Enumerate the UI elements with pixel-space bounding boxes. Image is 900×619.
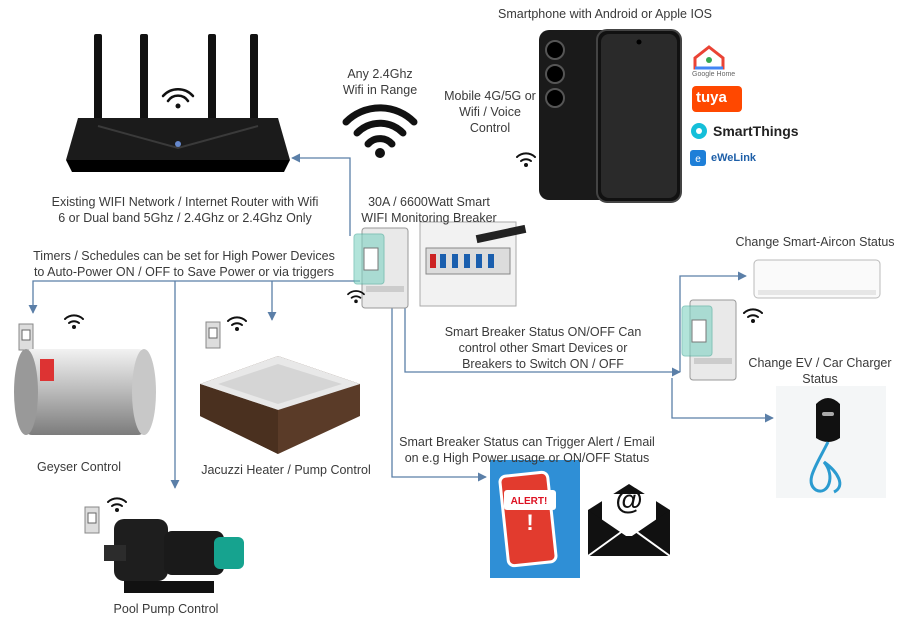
smart-breaker-secondary-icon xyxy=(681,299,737,381)
arrow-to-ev xyxy=(671,378,774,423)
mobile-label-line1: Mobile 4G/5G or xyxy=(444,89,536,103)
timers-label-line2: to Auto-Power ON / OFF to Save Power or … xyxy=(33,265,335,279)
smartphone-label: Smartphone with Android or Apple IOS xyxy=(498,7,713,21)
router-label-line2: 6 or Dual band 5Ghz / 2.4Ghz or 2.4Ghz O… xyxy=(58,211,312,225)
google-home-icon xyxy=(693,45,725,70)
aircon-label: Change Smart-Aircon Status xyxy=(735,235,895,249)
arrow-to-aircon xyxy=(679,271,747,372)
email-envelope-icon xyxy=(587,484,671,557)
wifi-range-label-line2: Wifi in Range xyxy=(342,83,418,97)
mobile-label-line2: Wifi / Voice xyxy=(459,105,521,119)
jacuzzi-label: Jacuzzi Heater / Pump Control xyxy=(201,463,371,477)
app-tuya xyxy=(692,86,742,112)
alert-badge: ALERT! xyxy=(510,496,548,507)
wifi-router-icon xyxy=(66,34,290,172)
breaker-label-line2: WIFI Monitoring Breaker xyxy=(361,211,497,225)
status-label-line2: control other Smart Devices or xyxy=(458,341,628,355)
alert-label-line1: Smart Breaker Status can Trigger Alert /… xyxy=(399,435,655,449)
app-tuya-label: tuya xyxy=(696,89,727,106)
jacuzzi-wifi-icon xyxy=(227,316,247,331)
geyser-tank-icon xyxy=(14,349,156,435)
tuya-icon xyxy=(692,86,742,112)
email-at-symbol: @ xyxy=(615,484,643,515)
arrow-to-router xyxy=(291,153,351,236)
geyser-label: Geyser Control xyxy=(36,460,122,474)
ev-charger-icon xyxy=(776,386,886,498)
router-label-line1: Existing WIFI Network / Internet Router … xyxy=(51,195,319,209)
geyser-wifi-icon xyxy=(64,314,84,329)
app-ewelink-label: eWeLink xyxy=(711,152,757,164)
alert-phone-icon: ! xyxy=(490,460,580,578)
distribution-board-icon xyxy=(419,221,527,307)
app-smartthings-label: SmartThings xyxy=(713,123,799,139)
app-google-home-label: Google Home xyxy=(692,71,736,78)
arrow-to-breaker2 xyxy=(404,308,681,377)
jacuzzi-tub-icon xyxy=(200,356,360,454)
ev-label-line2: Status xyxy=(802,372,838,386)
smartthings-icon xyxy=(691,123,707,139)
ev-label-line1: Change EV / Car Charger xyxy=(748,356,892,370)
status-label-line1: Smart Breaker Status ON/OFF Can xyxy=(444,325,642,339)
phone-wifi-icon xyxy=(516,152,536,167)
app-google-home xyxy=(692,44,726,74)
svg-text:!: ! xyxy=(526,510,533,535)
pool-pump-icon xyxy=(104,519,244,593)
pool-label: Pool Pump Control xyxy=(113,602,219,616)
breaker-wifi-icon xyxy=(347,290,365,304)
pool-wifi-icon xyxy=(107,497,127,512)
wifi-range-label-line1: Any 2.4Ghz xyxy=(347,67,413,81)
alert-label-line2: on e.g High Power usage or ON/OFF Status xyxy=(404,451,650,465)
jacuzzi-breaker-icon xyxy=(205,321,221,349)
ewelink-icon: e xyxy=(690,150,706,166)
aircon-icon xyxy=(753,259,881,299)
pool-breaker-icon xyxy=(84,506,100,534)
arrow-to-geyser xyxy=(28,280,360,314)
breaker-label-line1: 30A / 6600Watt Smart xyxy=(368,195,490,209)
timers-label-line1: Timers / Schedules can be set for High P… xyxy=(33,249,335,263)
wifi-signal-icon xyxy=(342,104,418,158)
arrow-to-alert xyxy=(391,308,487,482)
smart-breaker-icon xyxy=(353,227,409,309)
app-smartthings: SmartThings xyxy=(690,122,799,140)
svg-text:e: e xyxy=(695,154,701,165)
smartphone-icon xyxy=(539,29,682,203)
app-ewelink: e eWeLink xyxy=(690,150,756,166)
mobile-label-line3: Control xyxy=(469,121,511,135)
breaker2-wifi-icon xyxy=(743,308,763,323)
status-label-line3: Breakers to Switch ON / OFF xyxy=(462,357,624,371)
